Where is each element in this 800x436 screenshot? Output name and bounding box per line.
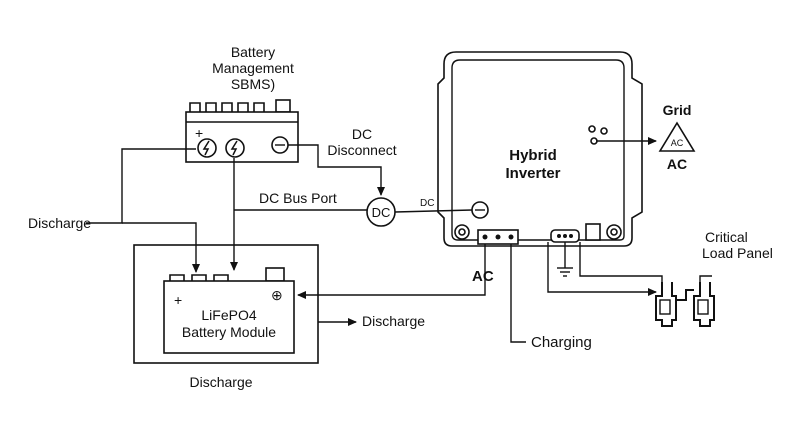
bms-lightning-icon-2 [225, 138, 245, 158]
battery-module-body [163, 280, 295, 354]
battery-terminal-icon: ⊕ [271, 287, 283, 303]
battery-management-system: Battery Management SBMS) + [185, 44, 299, 163]
critical-load-line2: Load Panel [702, 245, 773, 261]
inverter-label-line2: Inverter [505, 165, 560, 182]
critical-load-panel [655, 282, 715, 327]
inverter-label-line1: Hybrid [509, 147, 557, 164]
discharge-bottom-label: Discharge [189, 374, 252, 390]
battery-label-line2: Battery Module [182, 324, 276, 340]
discharge-left-wire [86, 148, 196, 224]
bms-plus-sign: + [195, 125, 203, 141]
battery-plus-sign: + [174, 292, 182, 308]
inverter-ac-label: AC [472, 268, 494, 285]
dc-bus-node: DC [366, 197, 396, 227]
bms-label-line3: SBMS) [231, 76, 275, 92]
bms-lightning-icon-1 [197, 138, 217, 158]
dc-disconnect-line2: Disconnect [327, 142, 396, 158]
dc-node-label: DC [372, 205, 391, 220]
bms-label-line1: Battery [231, 44, 275, 60]
grid-ac-symbol: AC [671, 138, 684, 148]
bms-label-line2: Management [212, 60, 294, 76]
hybrid-inverter: Hybrid Inverter [437, 51, 643, 247]
dc-disconnect-line1: DC [352, 126, 372, 142]
discharge-left-label: Discharge [28, 215, 91, 231]
critical-load-line1: Critical [705, 229, 748, 245]
battery-enclosure: + ⊕ LiFePO4 Battery Module [133, 244, 319, 364]
discharge-right-label: Discharge [362, 313, 425, 329]
grid-source: Grid AC AC [658, 102, 696, 172]
grid-label: Grid [663, 102, 692, 118]
grid-ac-label: AC [667, 156, 687, 172]
ground-icon [557, 242, 573, 277]
battery-label-line1: LiFePO4 [201, 307, 256, 323]
charging-label: Charging [531, 334, 592, 351]
dc-bus-port-label: DC Bus Port [259, 190, 337, 206]
